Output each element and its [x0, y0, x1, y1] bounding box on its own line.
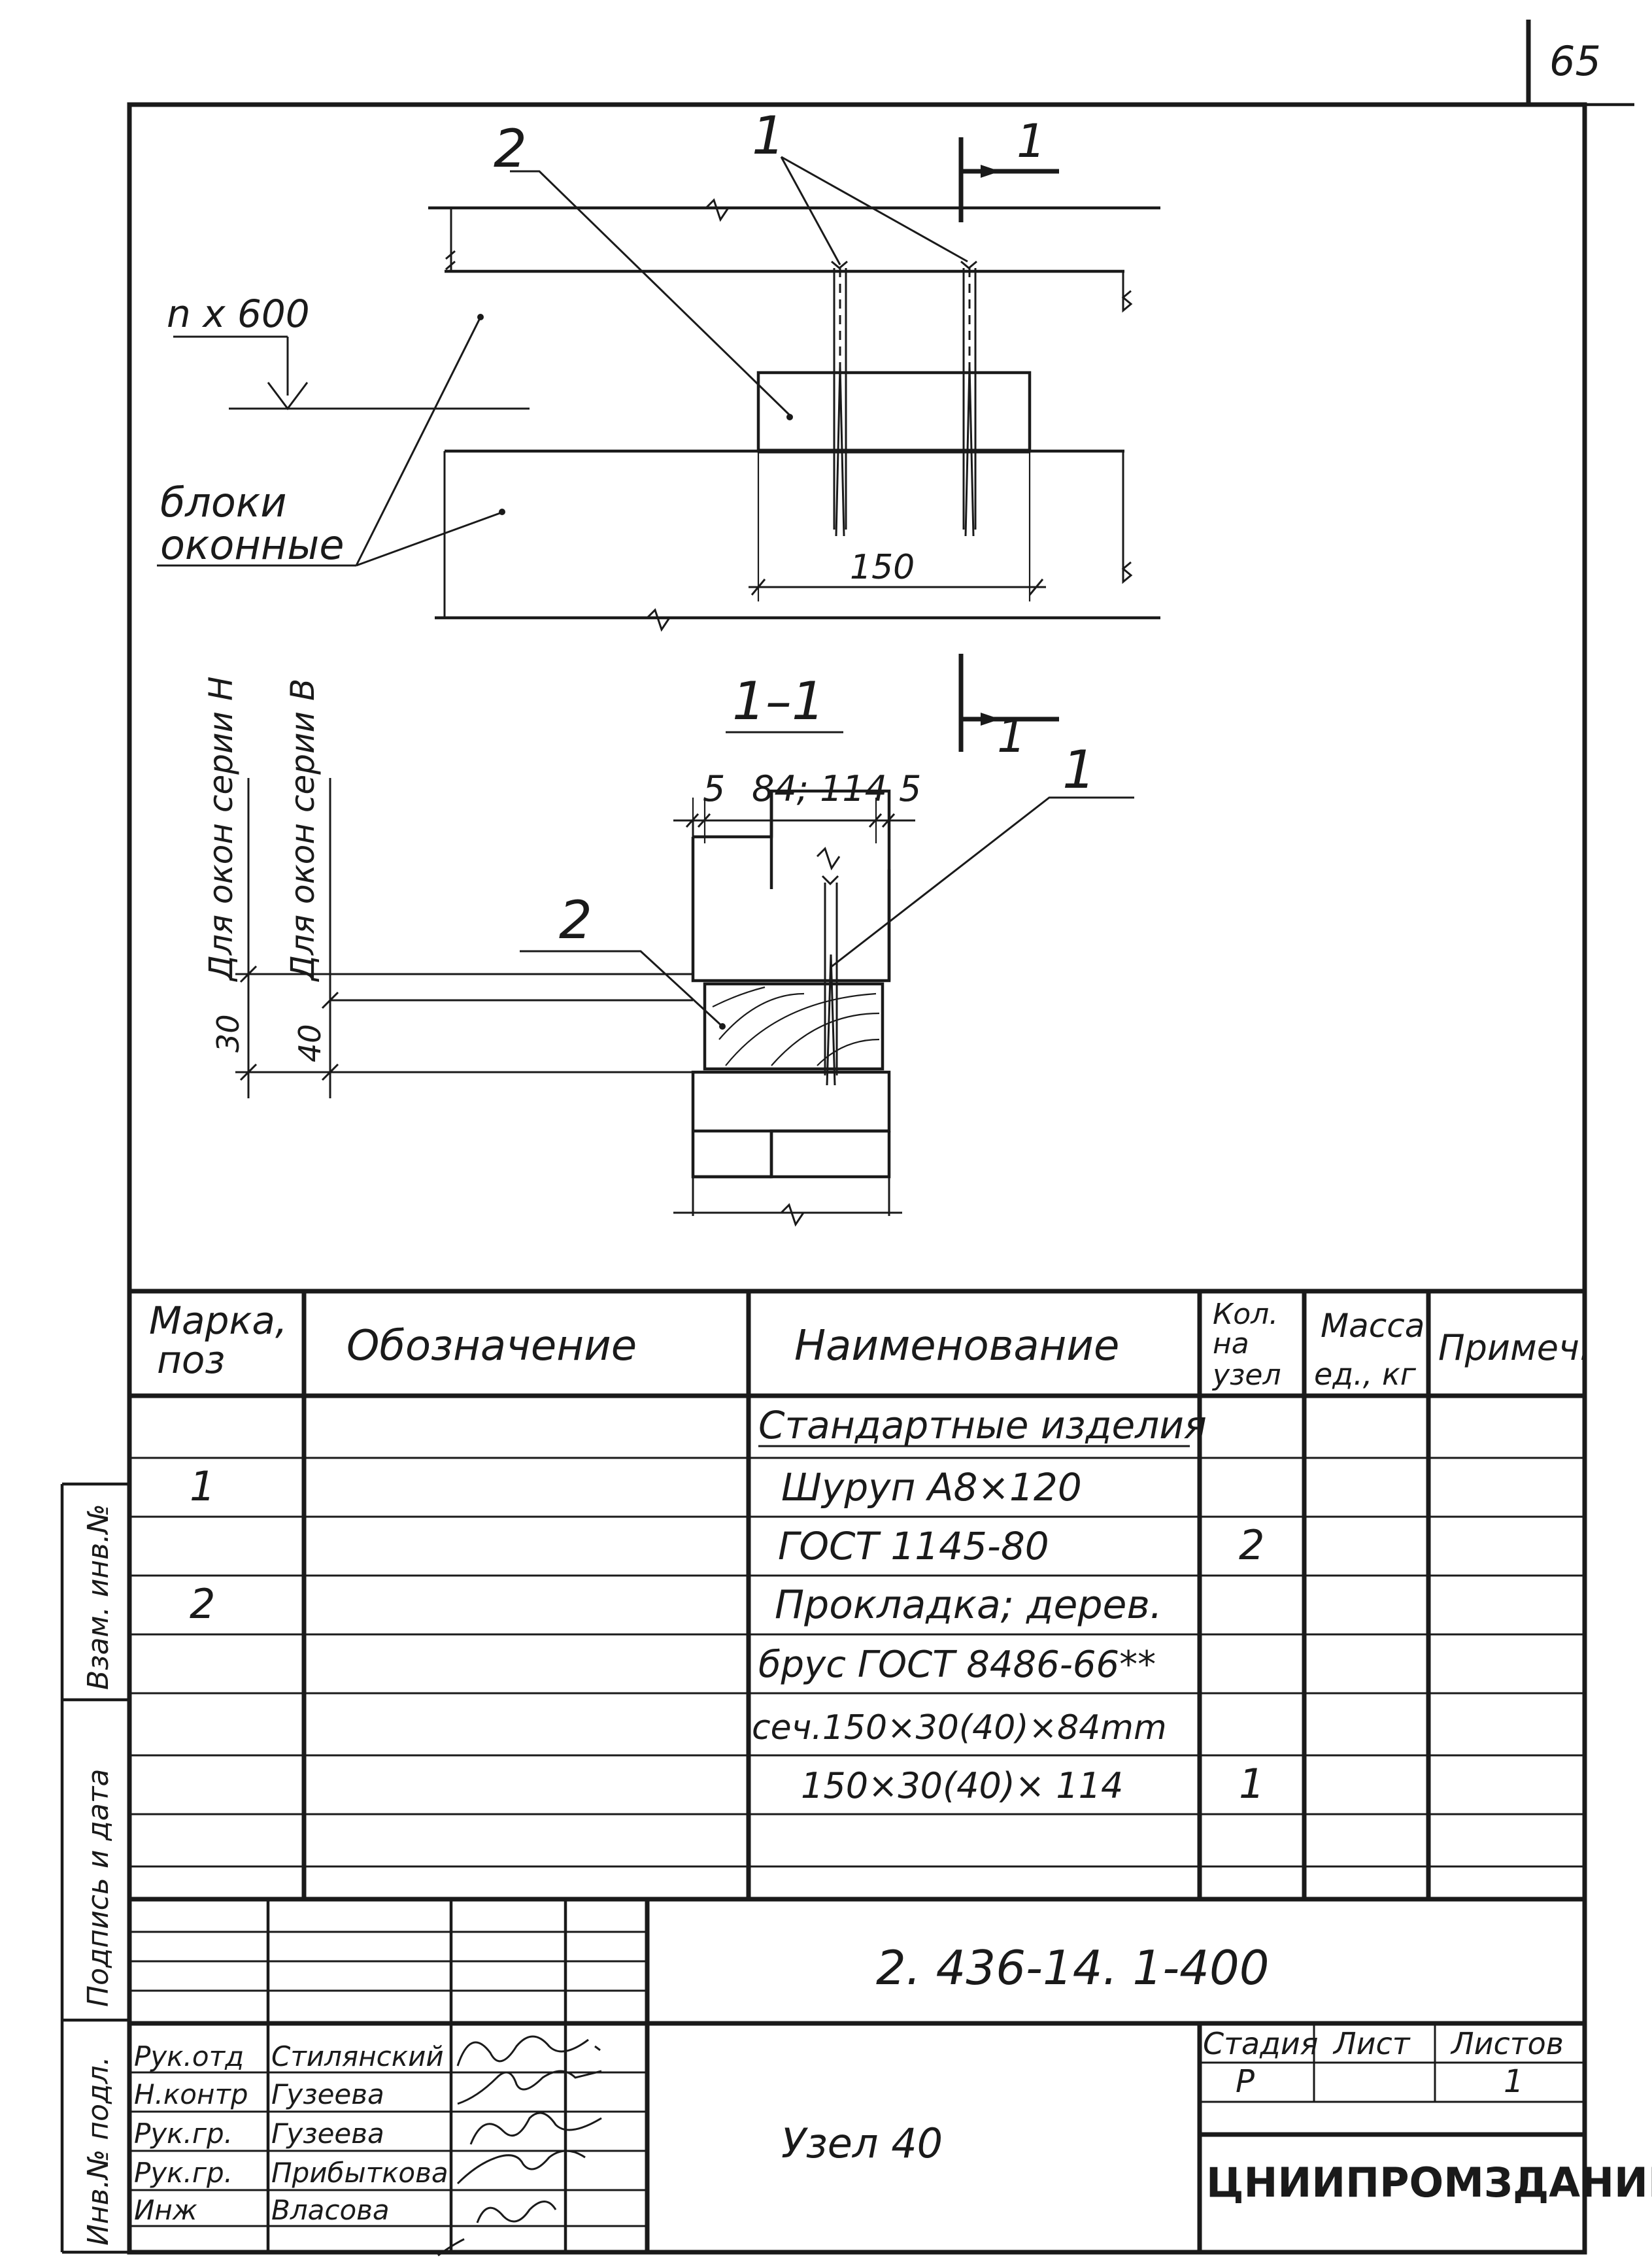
- staff-role-2: Н.контр: [134, 2078, 248, 2110]
- side-stamp-inv: Инв.№ подл.: [82, 2056, 115, 2246]
- section-dim-mid: 84; 114: [752, 768, 887, 809]
- header-note: Примеч.: [1438, 1327, 1591, 1368]
- header-qty-3: узел: [1211, 1359, 1281, 1392]
- section-view: [235, 654, 1134, 1227]
- row-2-qty: 2: [1239, 1521, 1264, 1569]
- row-1-name: Шуруп А8×120: [781, 1465, 1082, 1510]
- row-6-qty: 1: [1239, 1760, 1264, 1808]
- sheet-label: Лист: [1332, 2026, 1411, 2061]
- plan-view: [157, 137, 1160, 632]
- side-stamp: [60, 1482, 129, 2254]
- signature-5: [437, 2201, 557, 2257]
- node-title: Узел 40: [781, 2119, 943, 2167]
- sheet-frame: [127, 20, 1634, 2255]
- section-title: 1–1: [732, 671, 825, 732]
- signature-2: [457, 2070, 602, 2105]
- section-label-series-h: Для окон серии Н: [202, 677, 240, 982]
- header-mass-1: Масса: [1321, 1307, 1424, 1345]
- row-3-name: Прокладка; дерев.: [775, 1582, 1162, 1628]
- staff-name-1: Стилянский: [271, 2040, 444, 2072]
- plan-level-label: n x 600: [167, 292, 310, 336]
- row-6-name: 150×30(40)× 114: [801, 1765, 1123, 1806]
- header-name: Наименование: [794, 1322, 1119, 1370]
- doc-code: 2. 436-14. 1-400: [876, 1940, 1270, 1995]
- row-0-name: Стандартные изделия: [758, 1403, 1207, 1447]
- header-qty-1: Кол.: [1213, 1298, 1278, 1331]
- sheets-label: Листов: [1450, 2026, 1564, 2061]
- title-block: [129, 1897, 1585, 2257]
- section-mark-num: 1: [997, 709, 1026, 763]
- section-callout-pos2: 2: [559, 890, 592, 951]
- staff-role-4: Рук.гр.: [134, 2157, 233, 2189]
- page-number: 65: [1549, 37, 1601, 85]
- header-designation: Обозначение: [346, 1322, 637, 1370]
- header-mark-1: Марка,: [149, 1298, 287, 1343]
- stage-value: Р: [1236, 2063, 1255, 2100]
- plan-dim-150: 150: [850, 548, 915, 587]
- section-dim-30: 30: [211, 1014, 246, 1053]
- row-2-name: ГОСТ 1145-80: [778, 1524, 1049, 1568]
- row-5-name: сеч.150×30(40)×84mm: [752, 1708, 1167, 1747]
- section-dim-left: 5: [703, 768, 725, 809]
- staff-name-4: Прибыткова: [271, 2157, 448, 2189]
- plan-callout-pos1: 1: [752, 105, 785, 166]
- staff-role-3: Рук.гр.: [134, 2118, 233, 2150]
- header-mark-2: поз: [157, 1338, 225, 1382]
- header-mass-2: ед., кг: [1314, 1357, 1417, 1392]
- spec-table: [129, 1289, 1585, 1899]
- section-dim-40: 40: [292, 1024, 328, 1062]
- sheets-value: 1: [1504, 2063, 1524, 2100]
- staff-name-3: Гузеева: [271, 2118, 384, 2150]
- section-dim-right: 5: [899, 768, 921, 809]
- plan-blocks-label-1: блоки: [160, 479, 287, 526]
- staff-name-5: Власова: [271, 2194, 390, 2226]
- plan-blocks-label-2: оконные: [160, 521, 344, 569]
- row-4-name: брус ГОСТ 8486-66**: [758, 1644, 1156, 1686]
- plan-section-mark-top: 1: [1017, 114, 1046, 168]
- row-3-mark: 2: [190, 1580, 215, 1628]
- signature-3: [469, 2112, 602, 2145]
- stage-label: Стадия: [1203, 2026, 1318, 2061]
- signature-4: [456, 2150, 586, 2185]
- side-stamp-podpis: Подпись и дата: [82, 1769, 115, 2007]
- row-1-mark: 1: [190, 1462, 215, 1510]
- staff-role-5: Инж: [134, 2194, 197, 2226]
- staff-name-2: Гузеева: [271, 2078, 384, 2110]
- section-label-series-v: Для окон серии В: [284, 679, 322, 982]
- header-qty-2: на: [1213, 1327, 1249, 1360]
- plan-callout-pos2: 2: [494, 118, 527, 179]
- organization: ЦНИИПРОМЗДАНИЙ: [1206, 2159, 1652, 2206]
- staff-role-1: Рук.отд: [134, 2040, 244, 2072]
- signature-1: [456, 2035, 601, 2067]
- section-callout-pos1: 1: [1062, 739, 1096, 800]
- side-stamp-vzam: Взам. инв.№: [82, 1504, 115, 1690]
